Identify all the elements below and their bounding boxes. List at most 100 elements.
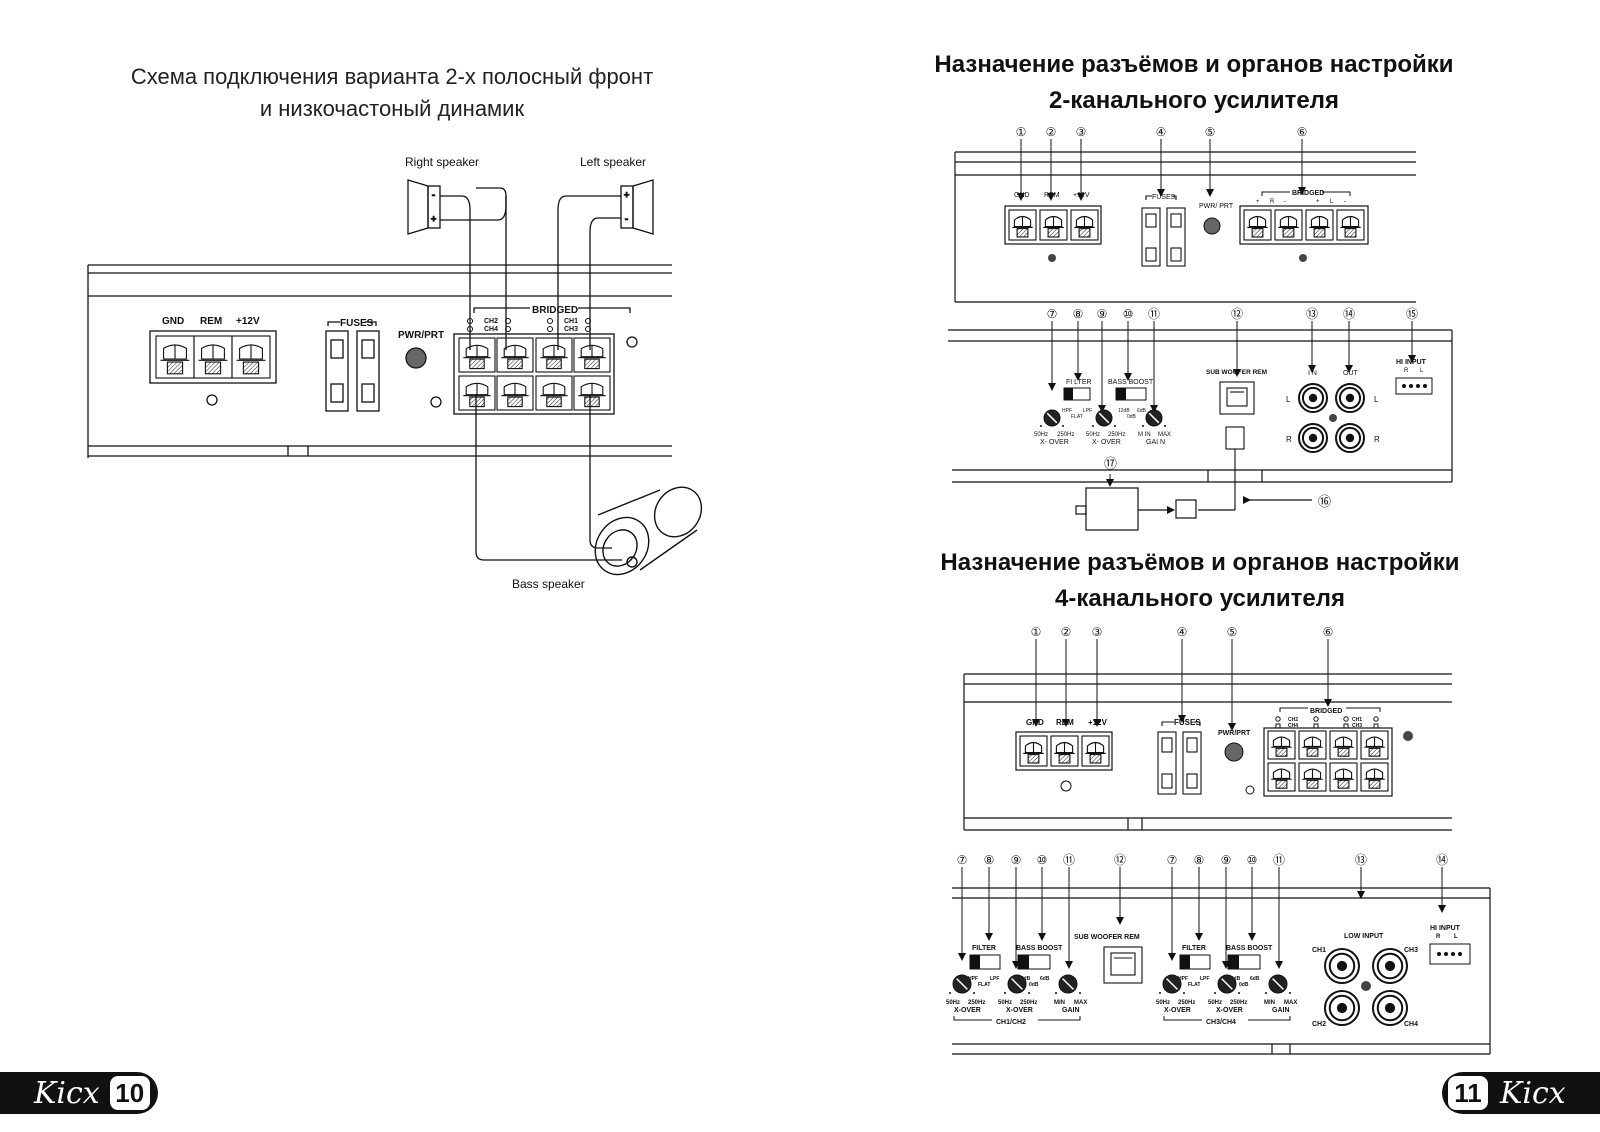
- bass-speaker-icon: [594, 486, 703, 576]
- power-terminal-block: GND REM +12V: [149, 316, 277, 406]
- amp4-fuses-label: FUSES: [1174, 718, 1201, 727]
- amp2-remote-icon: [1075, 487, 1312, 531]
- amp4-rj45-port: [1103, 946, 1143, 984]
- amp2-12db-label: 12dB: [1118, 408, 1130, 414]
- control-label: FLAT: [1188, 982, 1200, 988]
- speaker-terminal: [1329, 762, 1358, 792]
- svg-text:-: -: [625, 214, 628, 224]
- amp2-xover-1: X- OVER: [1040, 439, 1069, 446]
- knob-icon[interactable]: [1092, 409, 1116, 427]
- right-speaker-icon: - +: [407, 179, 441, 235]
- amp2-r-in: R: [1286, 435, 1292, 444]
- bridge-marker-icon: [547, 318, 553, 324]
- bridged-sign: -: [1344, 199, 1346, 205]
- pwr-prt-label: PWR/PRT: [398, 330, 444, 341]
- speaker-terminal: [1267, 730, 1296, 760]
- callout-number: ①: [1031, 625, 1042, 639]
- amp4-power-led-icon: [1224, 742, 1244, 762]
- amp4-ch1: CH1: [1312, 947, 1326, 954]
- knob-icon[interactable]: [1265, 974, 1291, 994]
- page-number-left: 10: [109, 1076, 150, 1110]
- speaker-terminal: [496, 375, 534, 411]
- amp2-fuses-label: FUSES: [1152, 194, 1176, 201]
- callout-number: ⑨: [1097, 307, 1108, 321]
- knob-icon[interactable]: [1055, 974, 1081, 994]
- control-label: X-OVER: [954, 1007, 981, 1014]
- control-label: 250Hz: [1020, 1000, 1037, 1006]
- callout-number: ⑥: [1323, 625, 1334, 639]
- knob-icon[interactable]: [1004, 974, 1030, 994]
- amp4-ch3-label: CH3: [1352, 723, 1362, 729]
- left-page: Схема подключения варианта 2-х полосный …: [87, 64, 703, 591]
- callout-number: ⑮: [1406, 307, 1418, 321]
- amp2-pwr-prt-label: PWR/ PRT: [1199, 203, 1234, 210]
- callout-number: ⑪: [1148, 307, 1160, 321]
- speaker-output-block: BRIDGED CH2 CH4 CH1 CH3: [453, 305, 631, 415]
- callout-number: ②: [1046, 125, 1057, 139]
- control-label: CH1/CH2: [996, 1019, 1026, 1026]
- knob-icon[interactable]: [949, 974, 975, 994]
- knob-icon[interactable]: [1142, 409, 1166, 427]
- bridge-marker-icon: [1275, 723, 1281, 729]
- callout-number: ⑧: [984, 853, 995, 867]
- amp4-gnd-label: GND: [1026, 718, 1044, 727]
- control-label: GAIN: [1272, 1007, 1290, 1014]
- control-label: 0dB: [1029, 982, 1039, 988]
- amp2-rem-label: REM: [1044, 192, 1060, 199]
- brand-logo: Kicx: [34, 1075, 100, 1111]
- power-terminal: [1081, 735, 1110, 767]
- left-speaker-icon: + -: [620, 179, 654, 235]
- screw-icon: [626, 336, 638, 348]
- callout-number: ⑤: [1227, 625, 1238, 639]
- speaker-terminal: [1243, 209, 1272, 241]
- amp2-hi-r: R: [1404, 368, 1409, 374]
- footer-right: 11 Kicx: [1442, 1072, 1600, 1114]
- amp4-ch2: CH2: [1312, 1021, 1326, 1028]
- amplifier-body-left: [87, 264, 672, 458]
- svg-text:+: +: [431, 214, 436, 224]
- bridge-marker-icon: [1343, 716, 1349, 722]
- knob-icon[interactable]: [1040, 409, 1064, 427]
- callout-number: ⑬: [1306, 307, 1318, 321]
- amp4-12v-label: +12V: [1088, 718, 1108, 727]
- amp2-in-label: I N: [1308, 370, 1317, 377]
- callout-number: ⑥: [1297, 125, 1308, 139]
- control-label: X-OVER: [1006, 1007, 1033, 1014]
- right-speaker-label: Right speaker: [405, 155, 479, 169]
- amp4-bridged-label: BRIDGED: [1310, 708, 1342, 715]
- control-label: FLAT: [978, 982, 990, 988]
- amp2-num16: ⑯: [1318, 494, 1331, 509]
- power-terminal: [1019, 735, 1048, 767]
- amp2-max-label: MAX: [1158, 432, 1171, 438]
- fuse-block: FUSES: [325, 318, 380, 412]
- power-terminal: [155, 335, 195, 379]
- amp2-bassboost-label: BASS BOOST: [1108, 379, 1154, 386]
- knob-icon[interactable]: [1214, 974, 1240, 994]
- amp2-gnd-label: GND: [1014, 192, 1030, 199]
- bridged-sign: -: [1284, 199, 1286, 205]
- knob-icon[interactable]: [1159, 974, 1185, 994]
- callout-number: ②: [1061, 625, 1072, 639]
- amp2-power-led-icon: [1203, 217, 1221, 235]
- control-label: LPF: [990, 976, 999, 982]
- amp2-xover-2: X- OVER: [1092, 439, 1121, 446]
- callout-number: ④: [1177, 625, 1188, 639]
- amp2-6db-label: 6dB: [1137, 408, 1147, 414]
- control-label: FILTER: [972, 945, 996, 952]
- ch3-label: CH3: [564, 326, 578, 333]
- amp4-subwoofer-rem-label: SUB WOOFER REM: [1074, 934, 1140, 941]
- amp2-filter-label: FI LTER: [1066, 379, 1092, 386]
- speaker-terminal: [458, 375, 496, 411]
- bridge-marker-icon: [1313, 723, 1319, 729]
- amp2-subwoofer-rem-label: SUB WOOFER REM: [1206, 369, 1267, 376]
- bridge-marker-icon: [547, 326, 553, 332]
- control-label: MIN: [1264, 1000, 1275, 1006]
- bridged-sign: L: [1330, 199, 1334, 205]
- callout-number: ⑭: [1436, 853, 1448, 867]
- amp4-rem-label: REM: [1056, 718, 1074, 727]
- amp4-hi-input-label: HI INPUT: [1430, 925, 1461, 932]
- power-terminal: [193, 335, 233, 379]
- callout-number: ⑫: [1231, 307, 1243, 321]
- amp4-ch2-label: CH2: [1288, 717, 1298, 723]
